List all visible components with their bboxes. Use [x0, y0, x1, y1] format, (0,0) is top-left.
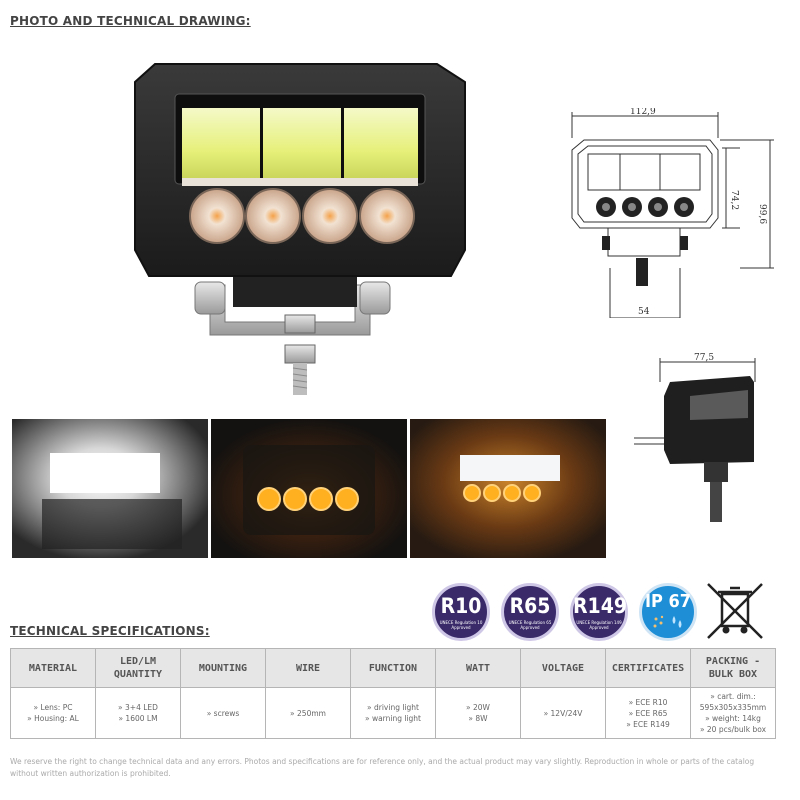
- r10-badge-text: UNECE Regulation 10 Approved: [439, 620, 483, 630]
- cell-line: » ECE R149: [626, 719, 670, 729]
- function-column-header: FUNCTION: [350, 648, 436, 688]
- total-height-dimension: 99,6: [757, 204, 767, 224]
- cell-line: » cart. dim.:: [710, 692, 756, 701]
- bracket-width-dimension: 54: [638, 307, 650, 317]
- wire-cell: » 250mm: [265, 687, 351, 739]
- cell-line: » driving light: [367, 703, 419, 712]
- cell-line: » ECE R10: [628, 697, 668, 707]
- cell-line: » 1600 LM: [118, 714, 158, 723]
- cell-line: » Lens: PC: [33, 703, 73, 712]
- packing-cell: » cart. dim.: 595x305x335mm » weight: 14…: [690, 687, 776, 739]
- width-dimension: 112,9: [630, 108, 656, 117]
- cell-line: » 12V/24V: [543, 708, 583, 718]
- r10-approval-badge: R10 UNECE Regulation 10 Approved: [432, 583, 490, 641]
- certificates-column-header: CERTIFICATES: [605, 648, 691, 688]
- table-row: » Lens: PC » Housing: AL » 3+4 LED » 160…: [10, 687, 776, 739]
- r149-badge-code: R149: [573, 594, 627, 618]
- ip67-badge-code: IP 67: [644, 591, 692, 612]
- material-cell: » Lens: PC » Housing: AL: [10, 687, 96, 739]
- mounting-cell: » screws: [180, 687, 266, 739]
- product-photo: [134, 63, 466, 395]
- packing-column-header: PACKING - BULK BOX: [690, 648, 776, 688]
- cell-line: » 20W: [466, 703, 490, 712]
- technical-specifications-heading: TECHNICAL SPECIFICATIONS:: [10, 624, 210, 638]
- photo-section-heading: PHOTO AND TECHNICAL DRAWING:: [10, 14, 251, 28]
- watt-column-header: WATT: [435, 648, 521, 688]
- r65-badge-text: UNECE Regulation 65 Approved: [508, 620, 552, 630]
- certificates-cell: » ECE R10 » ECE R65 » ECE R149: [605, 687, 691, 739]
- depth-dimension: 77,5: [694, 353, 714, 363]
- voltage-cell: » 12V/24V: [520, 687, 606, 739]
- cell-line: » Housing: AL: [27, 714, 79, 723]
- cell-line: » weight: 14kg: [705, 714, 761, 723]
- warning-light-photo: [211, 419, 407, 558]
- r149-badge-text: UNECE Regulation 149 Approved: [576, 620, 622, 630]
- r65-badge-code: R65: [509, 594, 551, 618]
- cell-line: » screws: [206, 708, 240, 718]
- function-cell: » driving light » warning light: [350, 687, 436, 739]
- combined-light-photo: [410, 419, 606, 558]
- cell-line: » 8W: [468, 714, 488, 723]
- dust-water-icon: [653, 615, 682, 628]
- r10-badge-code: R10: [440, 594, 482, 618]
- driving-light-photo: [12, 419, 208, 558]
- disclaimer-text: We reserve the right to change technical…: [10, 757, 755, 778]
- cell-line: » 250mm: [290, 708, 326, 718]
- mounting-column-header: MOUNTING: [180, 648, 266, 688]
- watt-cell: » 20W » 8W: [435, 687, 521, 739]
- specifications-table: MATERIAL LED/LM QUANTITY MOUNTING WIRE F…: [10, 648, 776, 739]
- front-technical-drawing: 112,9 74,2 99,6 54: [571, 108, 774, 318]
- cell-line: » 3+4 LED: [118, 703, 158, 712]
- ip67-rating-badge: IP 67: [639, 583, 697, 641]
- led-quantity-column-header: LED/LM QUANTITY: [95, 648, 181, 688]
- material-column-header: MATERIAL: [10, 648, 96, 688]
- cell-line: 595x305x335mm: [699, 703, 767, 712]
- cell-line: » ECE R65: [628, 708, 668, 718]
- wire-column-header: WIRE: [265, 648, 351, 688]
- led-quantity-cell: » 3+4 LED » 1600 LM: [95, 687, 181, 739]
- crossed-out-wheelie-bin-icon: [707, 583, 763, 639]
- r149-approval-badge: R149 UNECE Regulation 149 Approved: [570, 583, 628, 641]
- inner-height-dimension: 74,2: [729, 190, 739, 210]
- cell-line: » 20 pcs/bulk box: [699, 725, 767, 734]
- r65-approval-badge: R65 UNECE Regulation 65 Approved: [501, 583, 559, 641]
- cell-line: » warning light: [364, 714, 421, 723]
- voltage-column-header: VOLTAGE: [520, 648, 606, 688]
- table-header-row: MATERIAL LED/LM QUANTITY MOUNTING WIRE F…: [10, 648, 776, 688]
- side-technical-drawing: 77,5: [634, 353, 756, 522]
